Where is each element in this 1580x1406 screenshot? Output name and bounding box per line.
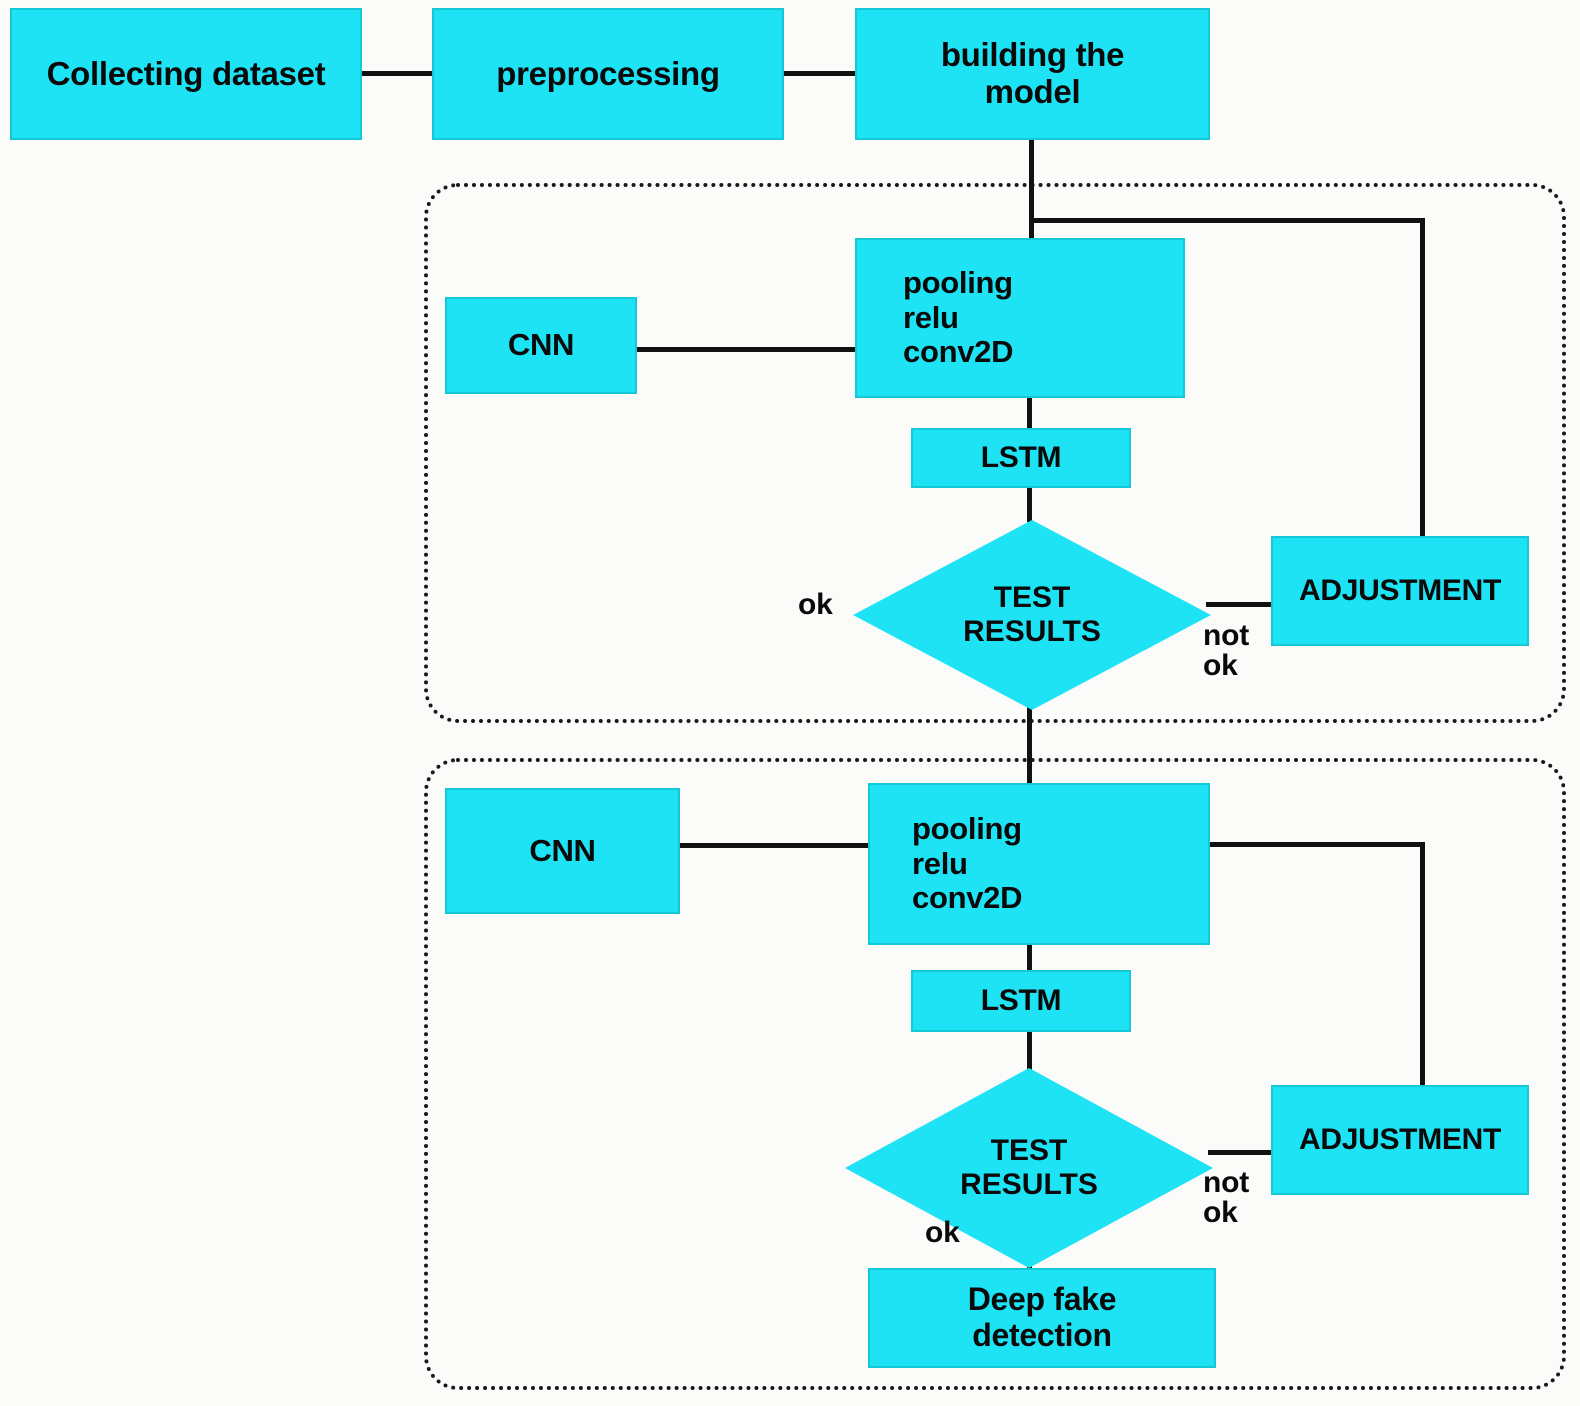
node-stage-one-adjustment[interactable]: ADJUSTMENT: [1271, 536, 1529, 646]
connector-preprocessing-to-building: [782, 71, 858, 76]
node-stage-one-test-results[interactable]: TEST RESULTS: [853, 520, 1211, 710]
node-stage-two-lstm-label: LSTM: [980, 984, 1062, 1018]
connector-stage-one-to-stage-two: [1027, 700, 1032, 788]
connector-stage-one-layers-to-lstm: [1027, 396, 1032, 430]
node-stage-two-lstm[interactable]: LSTM: [911, 970, 1131, 1032]
node-deep-fake-detection[interactable]: Deep fake detection: [868, 1268, 1216, 1368]
connector-collecting-to-preprocessing: [360, 71, 434, 76]
connector-stage-two-lstm-to-test: [1027, 1030, 1032, 1072]
edge-label-stage-two-ok: ok: [925, 1216, 960, 1249]
edge-label-stage-two-not-ok: not ok: [1203, 1166, 1250, 1229]
node-stage-two-layers[interactable]: pooling relu conv2D: [868, 783, 1210, 945]
node-stage-two-test-results-label: TEST RESULTS: [960, 1133, 1098, 1202]
node-preprocessing[interactable]: preprocessing: [432, 8, 784, 140]
node-deep-fake-detection-label: Deep fake detection: [967, 1281, 1117, 1353]
connector-stage-two-feedback-top: [1205, 842, 1425, 847]
node-stage-two-test-results[interactable]: TEST RESULTS: [845, 1068, 1213, 1268]
group-stage-one: [424, 183, 1566, 723]
connector-stage-one-feedback-top: [1029, 218, 1425, 223]
node-stage-one-cnn[interactable]: CNN: [445, 297, 637, 394]
connector-stage-one-lstm-to-test: [1027, 486, 1032, 522]
node-stage-two-layers-label: pooling relu conv2D: [912, 810, 1023, 916]
connector-stage-two-cnn-to-layers: [677, 843, 871, 848]
node-stage-one-layers[interactable]: pooling relu conv2D: [855, 238, 1185, 398]
group-stage-two: [424, 758, 1566, 1390]
node-building-the-model-label: building the model: [940, 36, 1125, 110]
node-stage-two-cnn-label: CNN: [529, 832, 596, 868]
node-stage-one-layers-label: pooling relu conv2D: [903, 264, 1014, 370]
node-stage-one-adjustment-label: ADJUSTMENT: [1298, 574, 1501, 608]
edge-label-stage-one-ok: ok: [798, 588, 833, 621]
connector-stage-one-feedback-right: [1420, 218, 1425, 538]
connector-building-to-stage-one: [1029, 138, 1034, 240]
node-stage-one-lstm-label: LSTM: [980, 441, 1062, 475]
node-stage-two-cnn[interactable]: CNN: [445, 788, 680, 914]
connector-stage-two-layers-to-lstm: [1027, 943, 1032, 973]
node-stage-one-cnn-label: CNN: [507, 327, 575, 363]
node-stage-one-test-results-label: TEST RESULTS: [963, 580, 1101, 649]
edge-label-stage-one-not-ok: not ok: [1203, 619, 1250, 682]
connector-stage-one-cnn-to-layers: [634, 347, 858, 352]
node-preprocessing-label: preprocessing: [496, 54, 720, 92]
node-building-the-model[interactable]: building the model: [855, 8, 1210, 140]
node-collecting-dataset-label: Collecting dataset: [46, 54, 326, 92]
node-stage-one-lstm[interactable]: LSTM: [911, 428, 1131, 488]
node-collecting-dataset[interactable]: Collecting dataset: [10, 8, 362, 140]
connector-stage-two-feedback-right: [1420, 842, 1425, 1088]
connector-stage-two-test-to-adjustment: [1208, 1150, 1274, 1155]
node-stage-two-adjustment[interactable]: ADJUSTMENT: [1271, 1085, 1529, 1195]
node-stage-two-adjustment-label: ADJUSTMENT: [1298, 1123, 1501, 1157]
connector-stage-one-test-to-adjustment: [1206, 602, 1274, 607]
